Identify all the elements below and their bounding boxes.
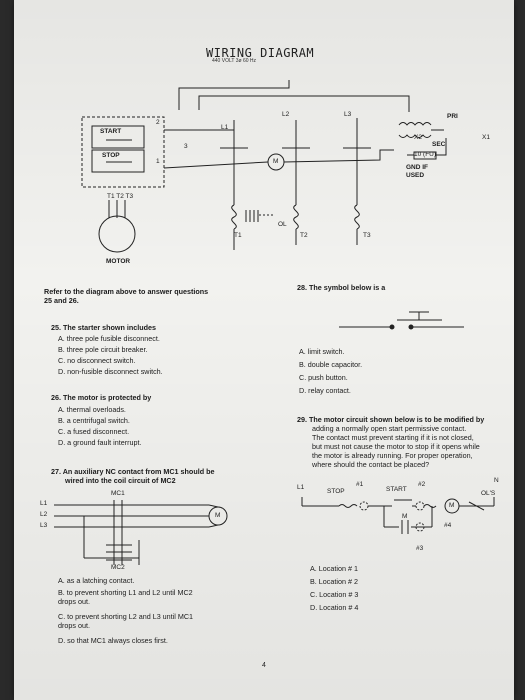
q29-location-2-label: #2 — [418, 481, 426, 488]
q29-option-d[interactable]: D. Location # 4 — [310, 603, 359, 612]
intro-line-2: 25 and 26. — [44, 296, 79, 305]
q29-contact-label: M — [402, 513, 408, 520]
l2-label: L2 — [282, 111, 290, 118]
ol-label: OL — [278, 221, 287, 228]
start-label: START — [100, 128, 122, 135]
q26-option-a[interactable]: A. thermal overloads. — [58, 405, 126, 414]
intro-line-1: Refer to the diagram above to answer que… — [44, 287, 209, 296]
pri-label: PRI — [447, 113, 458, 120]
t2-label: T2 — [300, 232, 308, 239]
q27-stem-line-2: wired into the coil circuit of MC2 — [65, 476, 176, 485]
q27-l2-label: L2 — [40, 511, 48, 518]
q28-option-d[interactable]: D. relay contact. — [299, 386, 351, 395]
q28-stem: 28. The symbol below is a — [297, 283, 386, 292]
q29-line-4: but must not cause the motor to stop if … — [312, 442, 480, 451]
q27-l3-label: L3 — [40, 522, 48, 529]
motor-symbol — [98, 215, 136, 253]
start-button-box — [91, 125, 145, 149]
location-1-marker — [359, 501, 369, 511]
page-number: 4 — [262, 662, 266, 669]
q27-option-c-line-1[interactable]: C. to prevent shorting L2 and L3 until M… — [58, 612, 194, 621]
q29-option-c[interactable]: C. Location # 3 — [310, 590, 359, 599]
q29-option-b[interactable]: B. Location # 2 — [310, 577, 358, 586]
q26-stem: 26. The motor is protected by — [51, 393, 152, 402]
q29-location-3-label: #3 — [416, 545, 424, 552]
q25-option-d[interactable]: D. non-fusible disconnect switch. — [58, 367, 163, 376]
motor-label: MOTOR — [106, 258, 131, 265]
overload-heater-1 — [231, 204, 237, 230]
q27-mc2-label: MC2 — [111, 564, 125, 571]
q29-stop-label: STOP — [327, 488, 345, 495]
motor-terminals-label: T1 T2 T3 — [107, 193, 134, 200]
q29-location-4-label: #4 — [444, 522, 452, 529]
q25-stem: 25. The starter shown includes — [51, 323, 157, 332]
q27-option-b-line-1[interactable]: B. to prevent shorting L1 and L2 until M… — [58, 588, 193, 597]
q27-option-b-line-2[interactable]: drops out. — [58, 597, 90, 606]
q29-line-3: The contact must prevent starting if it … — [312, 433, 474, 442]
q27-option-a[interactable]: A. as a latching contact. — [58, 576, 135, 585]
wiring-diagram — [54, 80, 495, 565]
q29-location-1-label: #1 — [356, 481, 364, 488]
q29-l1-label: L1 — [297, 484, 305, 491]
terminal-3-label: 3 — [184, 143, 188, 150]
t3-label: T3 — [363, 232, 371, 239]
x2-label: X2 — [414, 134, 422, 141]
q29-ols-label: OL'S — [481, 490, 496, 497]
control-station-box — [81, 116, 165, 188]
location-2-marker — [415, 501, 425, 511]
q25-option-a[interactable]: A. three pole fusible disconnect. — [58, 334, 160, 343]
q27-option-d[interactable]: D. so that MC1 always closes first. — [58, 636, 168, 645]
q29-coil-label: M — [449, 502, 455, 509]
q27-option-c-line-2[interactable]: drops out. — [58, 621, 90, 630]
terminal-2-label: 2 — [156, 119, 160, 126]
diagram-subtitle: 440 VOLT 3ø 60 Hz — [212, 58, 257, 64]
sec-label: SEC — [432, 141, 446, 148]
q27-motor-label: M — [215, 512, 221, 519]
worksheet-page: WIRING DIAGRAM 440 VOLT 3ø 60 Hz — [14, 0, 514, 700]
q28-option-b[interactable]: B. double capacitor. — [299, 360, 363, 369]
transformer-primary — [398, 122, 432, 126]
overload-heater-2 — [293, 204, 299, 230]
q29-line-5: the motor is already running. For proper… — [312, 451, 473, 460]
coil-label: M — [273, 158, 279, 165]
overload-heater-3 — [354, 204, 360, 230]
location-3-marker — [415, 522, 425, 532]
q28-option-a[interactable]: A. limit switch. — [299, 347, 345, 356]
q29-line-2: adding a normally open start permissive … — [312, 424, 467, 433]
q29-n-label: N — [494, 477, 499, 484]
q25-option-b[interactable]: B. three pole circuit breaker. — [58, 345, 148, 354]
x1-label: X1 — [482, 134, 490, 141]
terminal-1-label: 1 — [156, 158, 160, 165]
q27-l1-label: L1 — [40, 500, 48, 507]
transformer-secondary — [398, 134, 432, 138]
stop-label: STOP — [102, 152, 120, 159]
q29-line-6: where should the contact be placed? — [312, 460, 430, 469]
q28-option-c[interactable]: C. push button. — [299, 373, 348, 382]
diagram-title: WIRING DIAGRAM — [206, 46, 315, 60]
q29-option-a[interactable]: A. Location # 1 — [310, 564, 358, 573]
stop-button-box — [91, 149, 145, 173]
q26-option-c[interactable]: C. a fused disconnect. — [58, 427, 130, 436]
q27-mc1-label: MC1 — [111, 490, 125, 497]
fuse-label: 10 (FU) — [414, 151, 437, 158]
q26-option-b[interactable]: B. a centrifugal switch. — [58, 416, 130, 425]
t1-label: T1 — [234, 232, 242, 239]
q29-start-label: START — [386, 486, 407, 493]
q27-stem-line-1: 27. An auxiliary NC contact from MC1 sho… — [51, 467, 215, 476]
q25-option-c[interactable]: C. no disconnect switch. — [58, 356, 136, 365]
q26-option-d[interactable]: D. a ground fault interrupt. — [58, 438, 142, 447]
l3-label: L3 — [344, 111, 352, 118]
gnd-label: GND IF USED — [406, 164, 429, 180]
l1-label: L1 — [221, 124, 229, 131]
q29-line-1: 29. The motor circuit shown below is to … — [297, 415, 485, 424]
